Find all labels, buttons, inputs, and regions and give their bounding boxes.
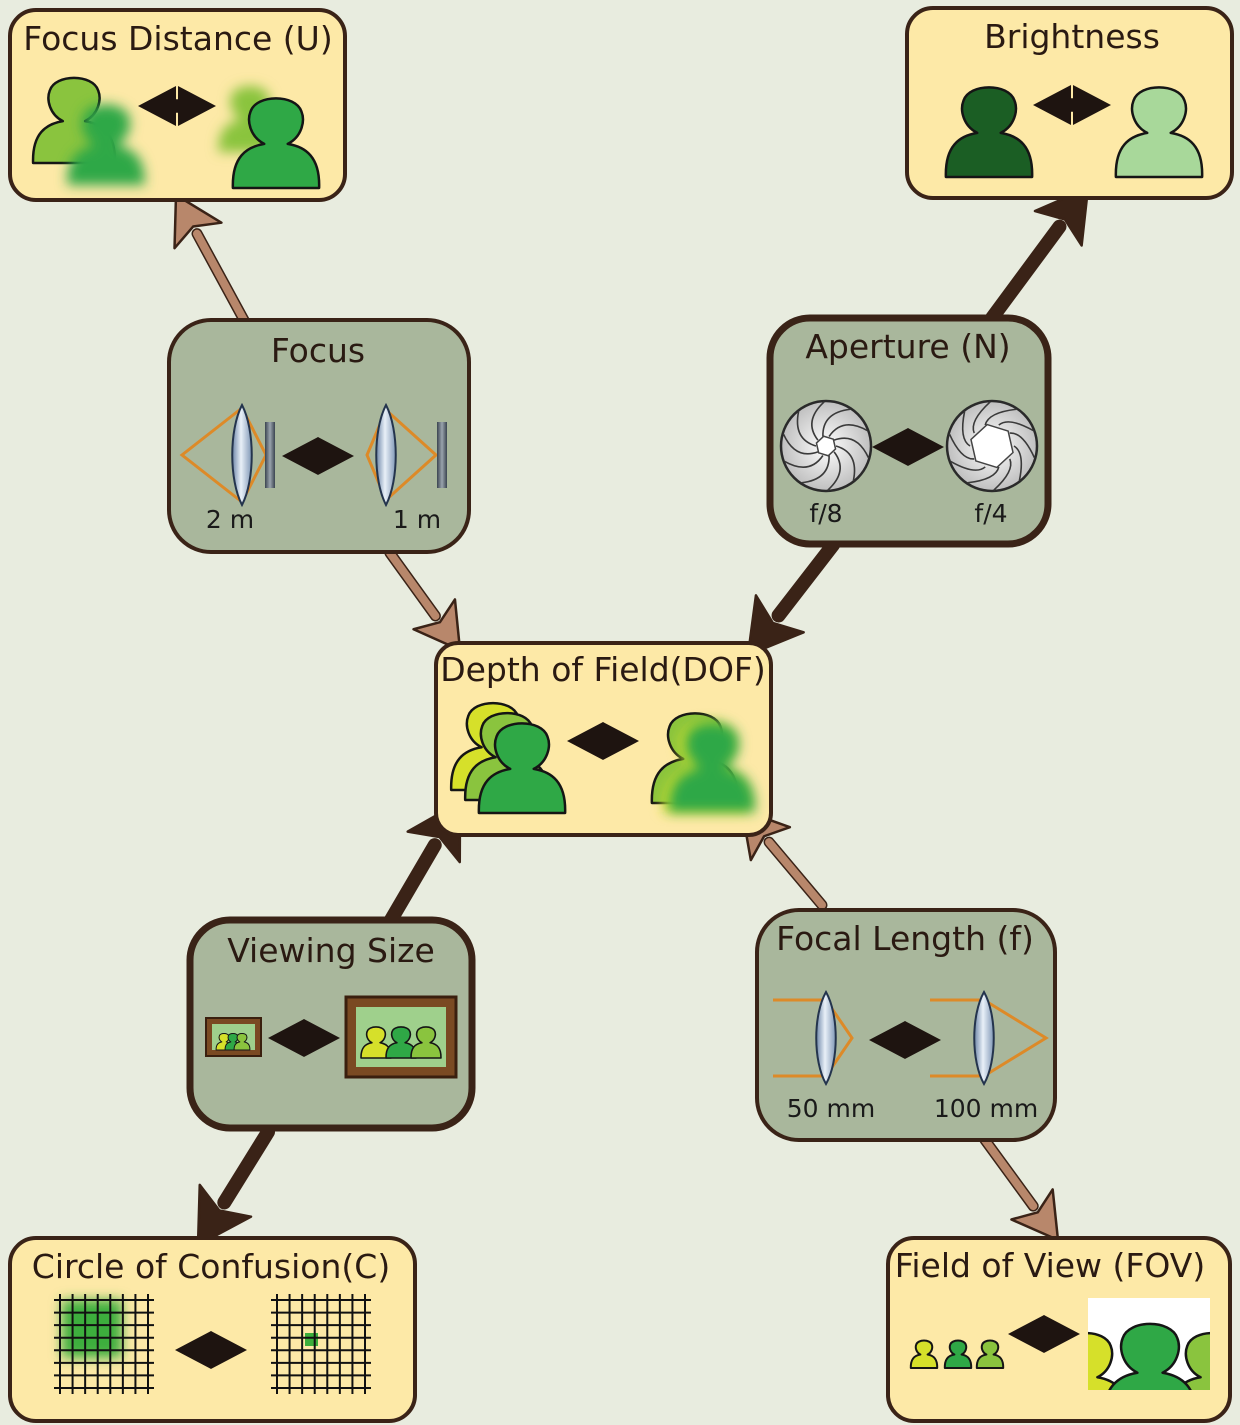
viewing-size-icons [205,995,458,1079]
person-silhouette-icon [944,86,1034,179]
person-silhouette-icon [1114,86,1204,179]
brightness-icons [944,86,1204,179]
double-headed-arrow-icon [567,722,639,760]
dof-icons [449,701,756,815]
sensor-icon [265,422,275,488]
focus-title: Focus [271,331,365,370]
aperture-iris-icon [945,399,1039,493]
fov-title: Field of View (FOV) [895,1246,1205,1285]
arrow-aperture-to-dof [746,538,840,657]
lens-icon [231,402,253,508]
sharp-spot [305,1333,318,1346]
arrow-focal-length-to-fov [979,1134,1060,1242]
double-headed-arrow-icon [268,1019,340,1057]
coc-title: Circle of Confusion(C) [32,1247,390,1286]
person-silhouette-icon [231,97,321,190]
double-headed-arrow-icon [869,1021,941,1059]
lens-icon [375,402,397,508]
sharp-pixel-grid-icon [271,1294,371,1394]
dof-title: Depth of Field(DOF) [440,650,766,689]
arrow-focus-to-focus-distance [173,193,251,328]
focal-length-icons [773,989,1049,1087]
focal-right-label: 100 mm [934,1094,1038,1123]
aperture-icons [779,399,1039,493]
arrow-focus-to-dof [384,547,462,652]
person-silhouette-icon [909,1339,939,1369]
aperture-iris-icon [779,399,873,493]
lens-icon [973,989,995,1087]
sensor-icon [437,422,447,488]
double-headed-arrow-icon [175,1331,247,1369]
lens-icon [815,989,837,1087]
blurred-person-icon [67,104,145,185]
person-silhouette-icon [385,1026,417,1059]
viewing-size-title: Viewing Size [227,931,435,970]
focal-left-label: 50 mm [787,1094,875,1123]
focal-length-title: Focal Length (f) [776,919,1034,958]
double-headed-arrow-icon [872,428,944,466]
brightness-title: Brightness [984,17,1160,56]
focus-icons [179,402,447,508]
double-headed-arrow-icon [138,86,216,126]
aperture-title: Aperture (N) [805,327,1010,366]
blurred-person-icon [668,722,756,812]
focus-distance-title: Focus Distance (U) [23,19,332,58]
double-headed-arrow-icon [282,437,354,475]
arrow-aperture-to-brightness [985,186,1090,325]
blurred-pixel-grid-icon [54,1294,154,1394]
person-silhouette-icon [943,1339,973,1369]
coc-icons [54,1294,371,1394]
fov-icons [909,1298,1210,1390]
icon-layer [31,76,1210,1394]
person-silhouette-icon [1088,1331,1123,1390]
person-silhouette-icon [975,1339,1005,1369]
aperture-left-label: f/8 [809,499,842,528]
person-silhouette-icon [233,1033,251,1051]
person-silhouette-icon [1108,1322,1192,1390]
arrow-viewing-size-to-coc [196,1125,275,1247]
double-headed-arrow-icon [1008,1315,1080,1353]
focus-right-label: 1 m [393,505,441,534]
person-silhouette-icon [360,1026,392,1059]
fov-zoomed-view [1088,1298,1210,1390]
focus-distance-icons [31,76,321,190]
focus-left-label: 2 m [206,505,254,534]
double-headed-arrow-icon [1033,85,1111,125]
aperture-right-label: f/4 [974,499,1007,528]
person-silhouette-icon [410,1026,442,1059]
person-silhouette-icon [477,722,567,815]
person-silhouette-icon [1175,1331,1210,1390]
